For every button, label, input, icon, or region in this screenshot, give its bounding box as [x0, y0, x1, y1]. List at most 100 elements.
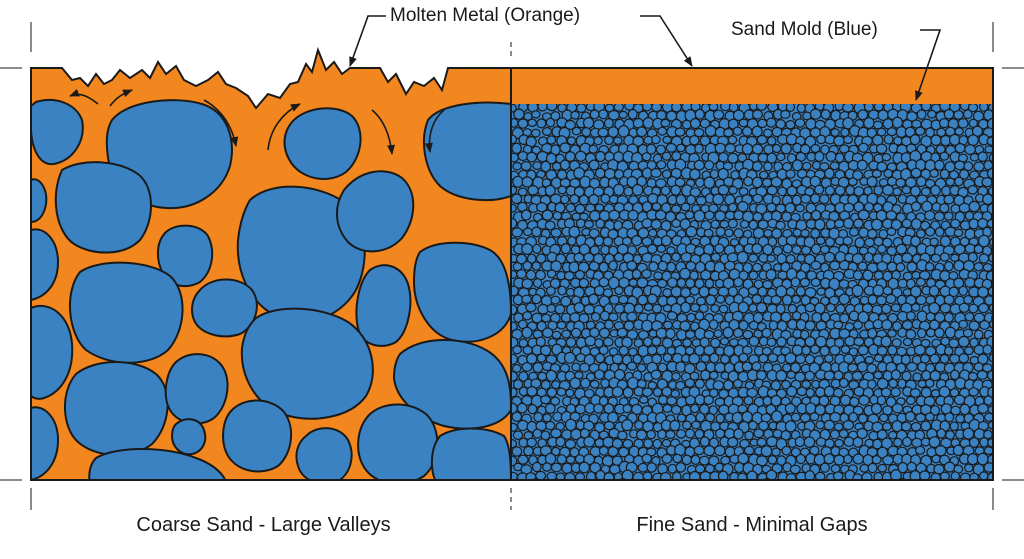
fine-grain [853, 336, 865, 347]
fine-grain [825, 150, 837, 162]
fine-grain [958, 202, 971, 214]
fine-grain [647, 293, 658, 305]
fine-grain [641, 319, 653, 332]
fine-grain [781, 379, 791, 390]
fine-grain [834, 438, 844, 448]
fine-grain [511, 134, 518, 145]
fine-grain [873, 104, 884, 112]
fine-grain [563, 351, 576, 364]
fine-grain [839, 377, 849, 389]
fine-grain [875, 295, 887, 306]
fine-grain [604, 319, 614, 330]
fine-grain [520, 209, 532, 221]
fine-grain [594, 285, 605, 297]
fine-grain [583, 388, 595, 399]
fine-grain [689, 479, 692, 480]
fine-grain [731, 177, 744, 190]
fine-grain [887, 345, 898, 356]
fine-grain [544, 220, 556, 231]
fine-grain [590, 312, 601, 322]
fine-grain [653, 271, 663, 281]
fine-grain [681, 119, 692, 130]
fine-grain [976, 370, 988, 380]
fine-grain [858, 394, 870, 406]
fine-grain [627, 209, 639, 221]
fine-grain [928, 436, 941, 449]
fine-grain [732, 126, 743, 136]
fine-grain [804, 287, 817, 299]
fine-grain [770, 295, 782, 305]
fine-grain [675, 194, 687, 206]
fine-grain [579, 377, 591, 389]
fine-grain [847, 363, 859, 373]
fine-grain [714, 210, 726, 222]
fine-grain [521, 294, 532, 304]
fine-grain [748, 320, 760, 331]
fine-grain [742, 329, 754, 340]
fine-grain [791, 294, 801, 304]
fine-grain [847, 177, 858, 187]
fine-grain [527, 118, 537, 128]
fine-grain [872, 120, 884, 130]
fine-grain [578, 277, 590, 289]
fine-grain [863, 252, 874, 263]
fine-grain [783, 482, 792, 491]
fine-grain [669, 419, 681, 432]
fine-grain [877, 244, 887, 254]
fine-grain [556, 320, 567, 330]
fine-grain [934, 445, 947, 457]
fine-grain [511, 387, 518, 398]
fine-grain [992, 450, 993, 455]
flow-arrow [203, 99, 239, 147]
coarse-grain [64, 361, 169, 456]
fine-grain [573, 479, 579, 480]
fine-grain [589, 379, 600, 389]
fine-grain [583, 303, 596, 315]
fine-grain [633, 303, 644, 314]
fine-grain [902, 337, 913, 347]
fine-grain [939, 303, 952, 314]
fine-grain [843, 436, 855, 447]
fine-grain [554, 304, 566, 315]
fine-grain [958, 302, 970, 313]
fine-grain [771, 195, 781, 206]
fine-grain [531, 226, 542, 238]
fine-grain [754, 482, 763, 490]
fine-grain [581, 127, 592, 138]
fine-grain [881, 184, 894, 196]
fine-grain [647, 481, 656, 489]
fine-grain [765, 469, 778, 480]
fine-sand-grains [511, 104, 993, 491]
fine-grain [747, 253, 759, 263]
coarse-grain [54, 161, 152, 254]
fine-grain [593, 403, 604, 414]
fine-grain [579, 362, 591, 373]
fine-grain [555, 436, 566, 448]
fine-grain [758, 353, 769, 364]
fine-grain [776, 336, 787, 348]
fine-grain [784, 352, 797, 365]
fine-grain [542, 413, 552, 423]
fine-grain [815, 236, 826, 246]
fine-grain [614, 286, 624, 296]
fine-grain [641, 236, 653, 247]
fine-grain [722, 326, 734, 339]
fine-grain [890, 303, 901, 313]
fine-grain [795, 286, 806, 297]
fine-grain [795, 453, 806, 465]
fine-grain [968, 387, 979, 397]
fine-grain [829, 345, 841, 356]
fine-grain [967, 104, 979, 113]
coarse-grain [423, 101, 511, 202]
fine-grain [949, 388, 960, 398]
fine-grain [992, 400, 993, 404]
fine-grain [852, 436, 864, 448]
fine-grain [800, 193, 812, 204]
fine-grain [713, 445, 726, 457]
fine-grain [522, 345, 533, 355]
fine-grain [630, 482, 639, 490]
fine-grain [545, 369, 558, 382]
fine-grain [712, 109, 725, 120]
fine-grain [603, 420, 615, 431]
fine-grain [924, 226, 936, 237]
